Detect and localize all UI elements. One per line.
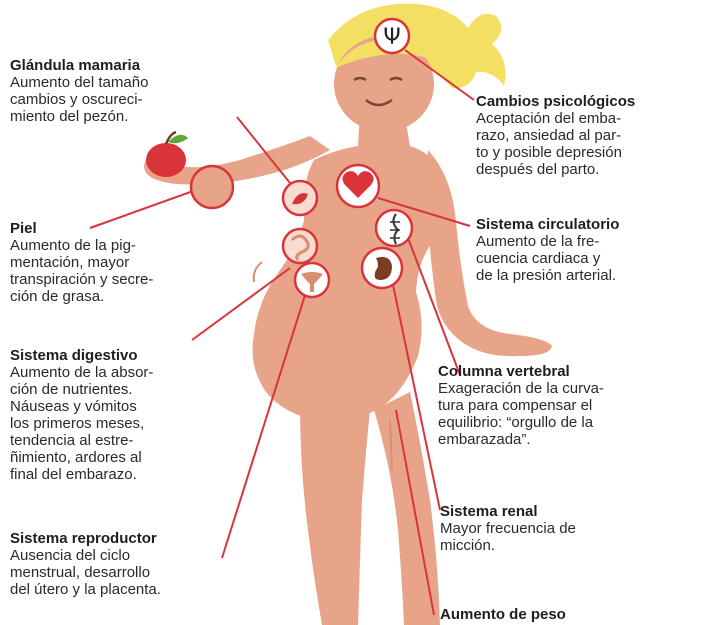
label-line: embarazada”. xyxy=(438,431,531,448)
label-line: Aumento de la absor- xyxy=(10,364,154,381)
intestine-icon xyxy=(290,234,310,262)
apple-icon xyxy=(146,130,188,177)
label-line: Exageración de la curva- xyxy=(438,380,604,397)
label-line: tura para compensar el xyxy=(438,397,593,414)
connector-lines xyxy=(89,49,475,616)
label-line: cambios y oscureci- xyxy=(10,91,143,108)
psyche-marker: Ψ xyxy=(373,17,411,55)
label-line: de la presión arterial. xyxy=(476,267,617,284)
label-line: del útero y la placenta. xyxy=(10,581,161,598)
label-glandula-mamaria: Glándula mamaria Aumento del tamaño camb… xyxy=(10,57,148,125)
label-line: equilibrio: “orgullo de la xyxy=(438,414,594,431)
label-sistema-renal: Sistema renal Mayor frecuencia de micció… xyxy=(440,503,576,554)
label-sistema-circulatorio: Sistema circulatorio Aumento de la fre- … xyxy=(476,216,619,284)
skin-marker xyxy=(189,164,235,210)
intestine-marker xyxy=(281,227,319,265)
label-line: Ausencia del ciclo xyxy=(10,547,131,564)
kidney-marker xyxy=(360,246,404,290)
label-line: Náuseas y vómitos xyxy=(10,398,137,415)
label-line: razo, ansiedad al par- xyxy=(476,127,622,144)
label-aumento-de-peso: Aumento de peso xyxy=(440,606,566,623)
label-title: Columna vertebral xyxy=(438,363,570,380)
label-line: to y posible depresión xyxy=(476,144,622,161)
label-line: miento del pezón. xyxy=(10,108,129,125)
label-line: menstrual, desarrollo xyxy=(10,564,151,581)
mammary-marker xyxy=(281,179,319,217)
label-title: Piel xyxy=(10,220,37,237)
label-cambios-psicologicos: Cambios psicológicos Aceptación del emba… xyxy=(476,93,635,178)
label-line: tendencia al estre- xyxy=(10,432,134,449)
label-line: Aceptación del emba- xyxy=(476,110,622,127)
label-columna-vertebral: Columna vertebral Exageración de la curv… xyxy=(438,363,604,448)
label-line: Aumento del tamaño xyxy=(10,74,149,91)
uterus-icon xyxy=(301,272,323,292)
label-line: después del parto. xyxy=(476,161,600,178)
label-line: micción. xyxy=(440,537,496,554)
label-title: Sistema digestivo xyxy=(10,347,138,364)
uterus-marker xyxy=(293,261,331,299)
label-line: mentación, mayor xyxy=(10,254,130,271)
heart-marker xyxy=(335,163,381,209)
label-line: Aumento de la pig- xyxy=(10,237,136,254)
label-piel: Piel Aumento de la pig- mentación, mayor… xyxy=(10,220,153,305)
kidney-icon xyxy=(374,257,392,280)
label-line: ción de grasa. xyxy=(10,288,105,305)
breast-icon xyxy=(292,193,308,205)
label-line: Mayor frecuencia de xyxy=(440,520,576,537)
label-title: Cambios psicológicos xyxy=(476,93,636,110)
label-sistema-reproductor: Sistema reproductor Ausencia del ciclo m… xyxy=(10,530,161,598)
label-line: final del embarazo. xyxy=(10,466,137,483)
label-line: ción de nutrientes. xyxy=(10,381,133,398)
label-line: transpiración y secre- xyxy=(10,271,154,288)
label-line: cuencia cardiaca y xyxy=(476,250,601,267)
label-title: Sistema renal xyxy=(440,503,538,520)
woman-silhouette xyxy=(144,36,552,625)
label-title: Aumento de peso xyxy=(440,606,566,623)
label-line: Aumento de la fre- xyxy=(476,233,600,250)
label-sistema-digestivo: Sistema digestivo Aumento de la absor- c… xyxy=(10,347,153,483)
label-title: Sistema reproductor xyxy=(10,530,157,547)
label-title: Glándula mamaria xyxy=(10,57,141,74)
organ-markers: Ψ xyxy=(189,17,414,299)
psi-icon: Ψ xyxy=(383,25,400,50)
label-title: Sistema circulatorio xyxy=(476,216,620,233)
label-line: ñimiento, ardores al xyxy=(10,449,142,466)
spine-marker xyxy=(374,208,414,248)
label-line: los primeros meses, xyxy=(10,415,145,432)
heart-icon xyxy=(342,171,374,198)
